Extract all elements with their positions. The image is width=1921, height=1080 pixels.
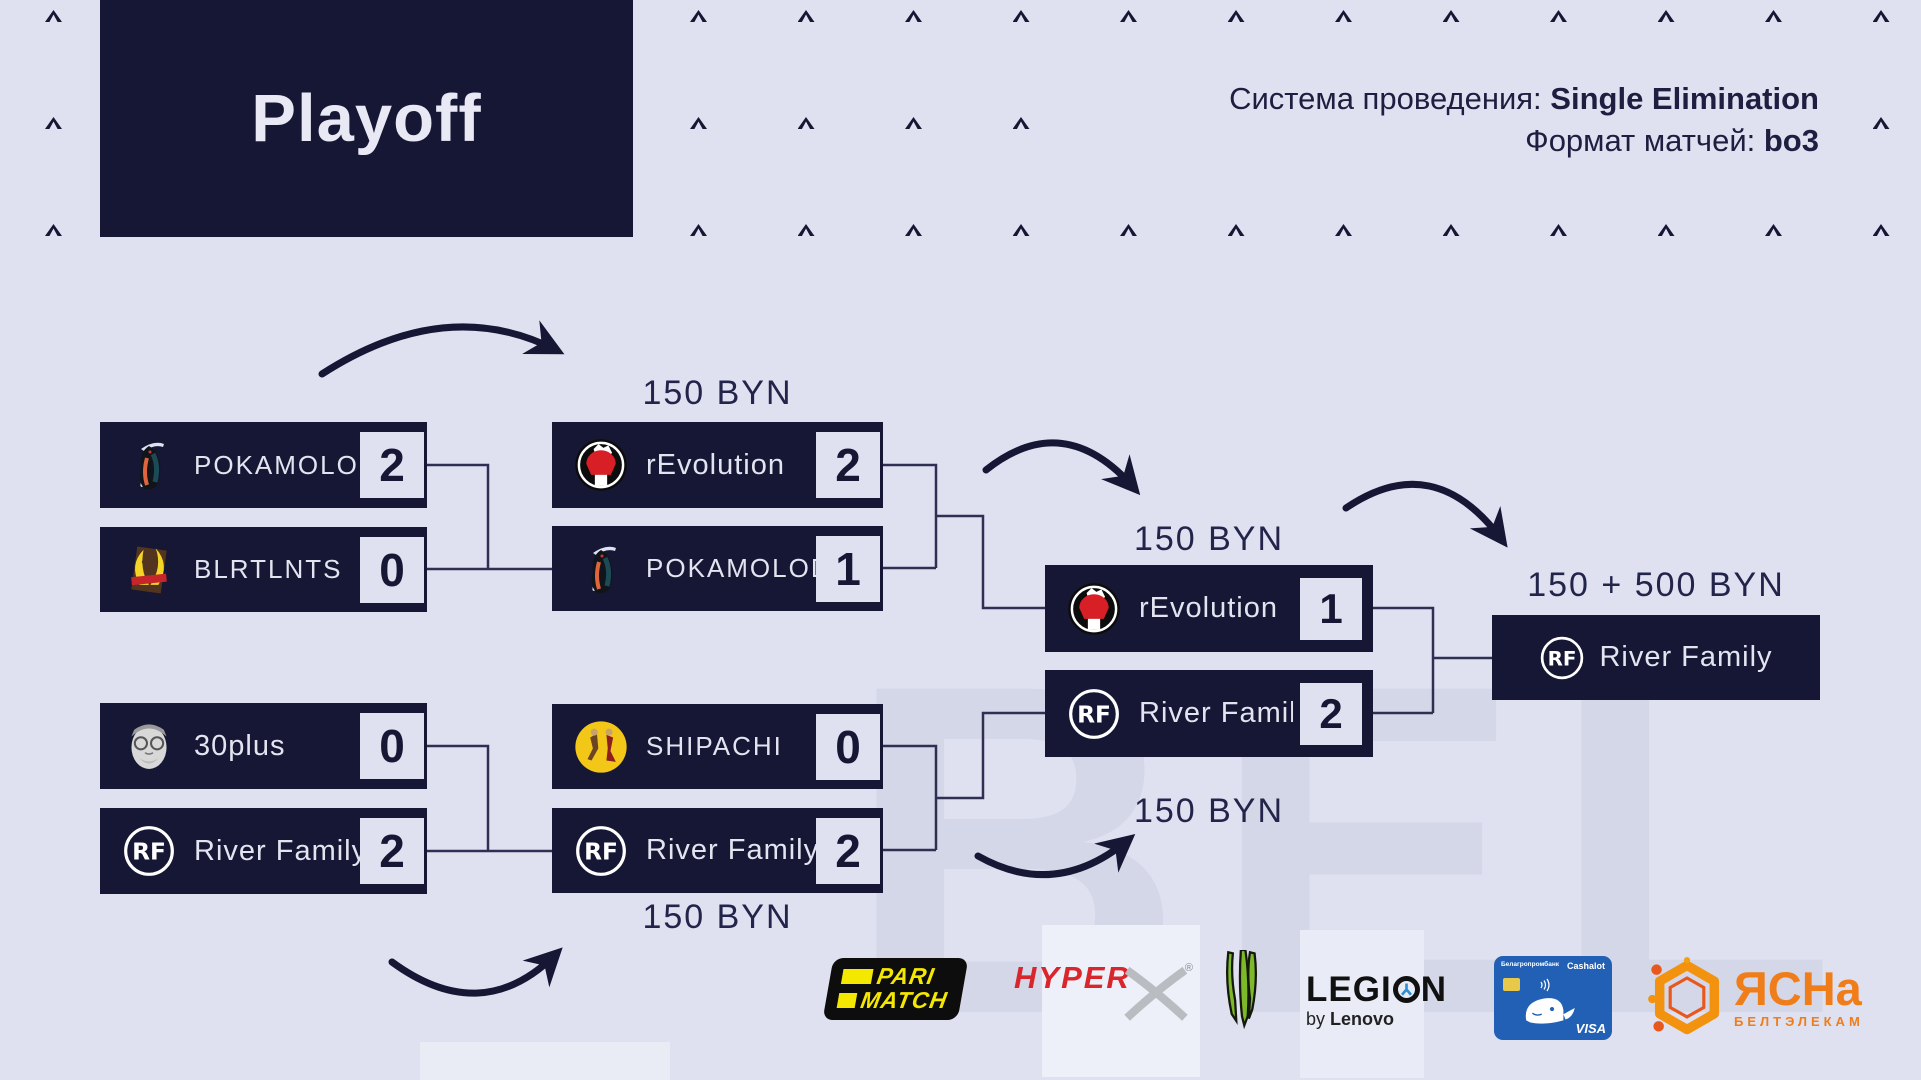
arrow-arc-icon	[974, 833, 1136, 879]
match-row-pokamolodoy-sf: POKAMOLODOY 1	[552, 526, 883, 611]
parimatch-word: MATCH	[836, 987, 950, 1013]
system-label: Система проведения:	[1229, 81, 1542, 116]
watermark-block	[420, 1042, 670, 1080]
score-box: 1	[1293, 570, 1369, 647]
river-family-rf-logo-icon: RF	[1539, 635, 1585, 681]
arrow-arc-icon	[982, 439, 1141, 496]
winner-box: RF River Family	[1492, 615, 1820, 700]
whale-icon	[1525, 998, 1575, 1024]
prize-label: 150 BYN	[1133, 520, 1285, 558]
river-family-rf-logo-icon: RF	[122, 824, 176, 878]
tournament-info: Система проведения: Single Elimination Ф…	[1229, 78, 1819, 162]
card-chip-icon	[1503, 978, 1520, 991]
team-name: River Family	[194, 834, 368, 867]
winner-team-name: River Family	[1599, 641, 1773, 673]
match-row-revolution: rEvolution 2	[552, 422, 883, 508]
hyperx-logo: HYPER ®	[1014, 962, 1193, 1022]
yasna-hexagon-icon	[1648, 957, 1720, 1035]
match-row-river-family: RF River Family 2	[100, 808, 427, 894]
parimatch-block-icon	[836, 993, 858, 1008]
revolution-fist-logo-icon	[1067, 582, 1121, 636]
match-row-river-family-sf: RF River Family 2	[552, 808, 883, 893]
cashalot-label: Cashalot	[1566, 961, 1605, 971]
arrow-arc-icon	[1342, 480, 1508, 548]
prize-label: 150 BYN	[1133, 792, 1285, 830]
match-row-shipachi: SHIPACHI 0	[552, 704, 883, 789]
parimatch-word: PARI	[840, 963, 953, 989]
legion-o-icon	[1392, 976, 1420, 1003]
connector-lines	[427, 463, 1492, 853]
system-value: Single Elimination	[1550, 81, 1819, 116]
final-row-river-family: RF River Family 2	[1045, 670, 1373, 757]
monster-logo-icon	[1216, 948, 1268, 1030]
match-row-pokamolodoy: POKAMOLODOY 2	[100, 422, 427, 508]
prize-label: 150 BYN	[642, 898, 793, 936]
page-title: Playoff	[251, 81, 482, 156]
team-name: 30plus	[194, 729, 286, 762]
parimatch-block-icon	[840, 969, 874, 984]
bank-name: Белагропромбанк	[1501, 961, 1559, 968]
legion-sub: by Lenovo	[1306, 1009, 1395, 1029]
30plus-face-logo-icon	[122, 719, 176, 773]
yasna-subtitle: БЕЛТЭЛЕКАМ	[1734, 1014, 1864, 1029]
team-name: River Family	[646, 834, 820, 866]
format-value: bo3	[1763, 123, 1819, 158]
arrow-arc-icon	[388, 947, 563, 997]
score-box: 0	[360, 536, 424, 603]
team-name: SHIPACHI	[646, 731, 783, 761]
svg-text:RF: RF	[1077, 701, 1111, 728]
hyperx-x-icon	[1124, 966, 1188, 1021]
registered-mark: ®	[1184, 962, 1193, 974]
yasna-logo: ЯСНа БЕЛТЭЛЕКАМ	[1648, 956, 1864, 1040]
score-box: 2	[360, 432, 424, 498]
nfc-icon	[1540, 978, 1550, 992]
river-family-rf-logo-icon: RF	[574, 824, 628, 878]
score-box: 2	[816, 432, 880, 498]
score-box: 2	[360, 818, 424, 884]
team-name: River Family	[1139, 697, 1313, 729]
score-box: 2	[816, 817, 880, 884]
score-box: 2	[1293, 675, 1369, 752]
parimatch-logo: PARI MATCH	[822, 958, 969, 1020]
final-row-revolution: rEvolution 1	[1045, 565, 1373, 652]
format-line: Формат матчей: bo3	[1229, 120, 1819, 162]
svg-text:RF: RF	[584, 838, 618, 865]
winner-prize-label: 150 + 500 BYN	[1527, 566, 1785, 604]
score-box: 1	[816, 535, 880, 602]
title-box: Playoff	[100, 0, 633, 237]
svg-text:RF: RF	[1548, 647, 1577, 670]
bank-card-logo: Белагропромбанк Cashalot VISA	[1494, 956, 1612, 1040]
revolution-fist-logo-icon	[574, 438, 628, 492]
system-line: Система проведения: Single Elimination	[1229, 78, 1819, 120]
prize-label: 150 BYN	[642, 374, 793, 412]
blrtlnts-banana-logo-icon	[122, 543, 176, 597]
watermark-block	[1042, 925, 1200, 1077]
match-row-blrtlnts: BLRTLNTS 0	[100, 527, 427, 612]
team-name: BLRTLNTS	[194, 554, 343, 584]
format-label: Формат матчей:	[1525, 123, 1756, 158]
yasna-name: ЯСНа	[1734, 962, 1862, 1015]
match-row-30plus: 30plus 0	[100, 703, 427, 789]
score-box: 0	[360, 713, 424, 779]
watermark-block	[1300, 930, 1424, 1078]
team-name: rEvolution	[1139, 592, 1278, 624]
shipachi-dancers-logo-icon	[574, 720, 628, 774]
river-family-rf-logo-icon: RF	[1067, 687, 1121, 741]
arrow-arc-icon	[318, 320, 565, 378]
hyperx-word: HYPER	[1014, 960, 1131, 995]
svg-text:RF: RF	[132, 839, 166, 866]
team-name: rEvolution	[646, 448, 785, 481]
score-box: 0	[816, 713, 880, 780]
pokamolodoy-reaper-logo-icon	[574, 542, 628, 596]
visa-label: VISA	[1575, 1021, 1606, 1036]
pokamolodoy-reaper-logo-icon	[122, 438, 176, 492]
